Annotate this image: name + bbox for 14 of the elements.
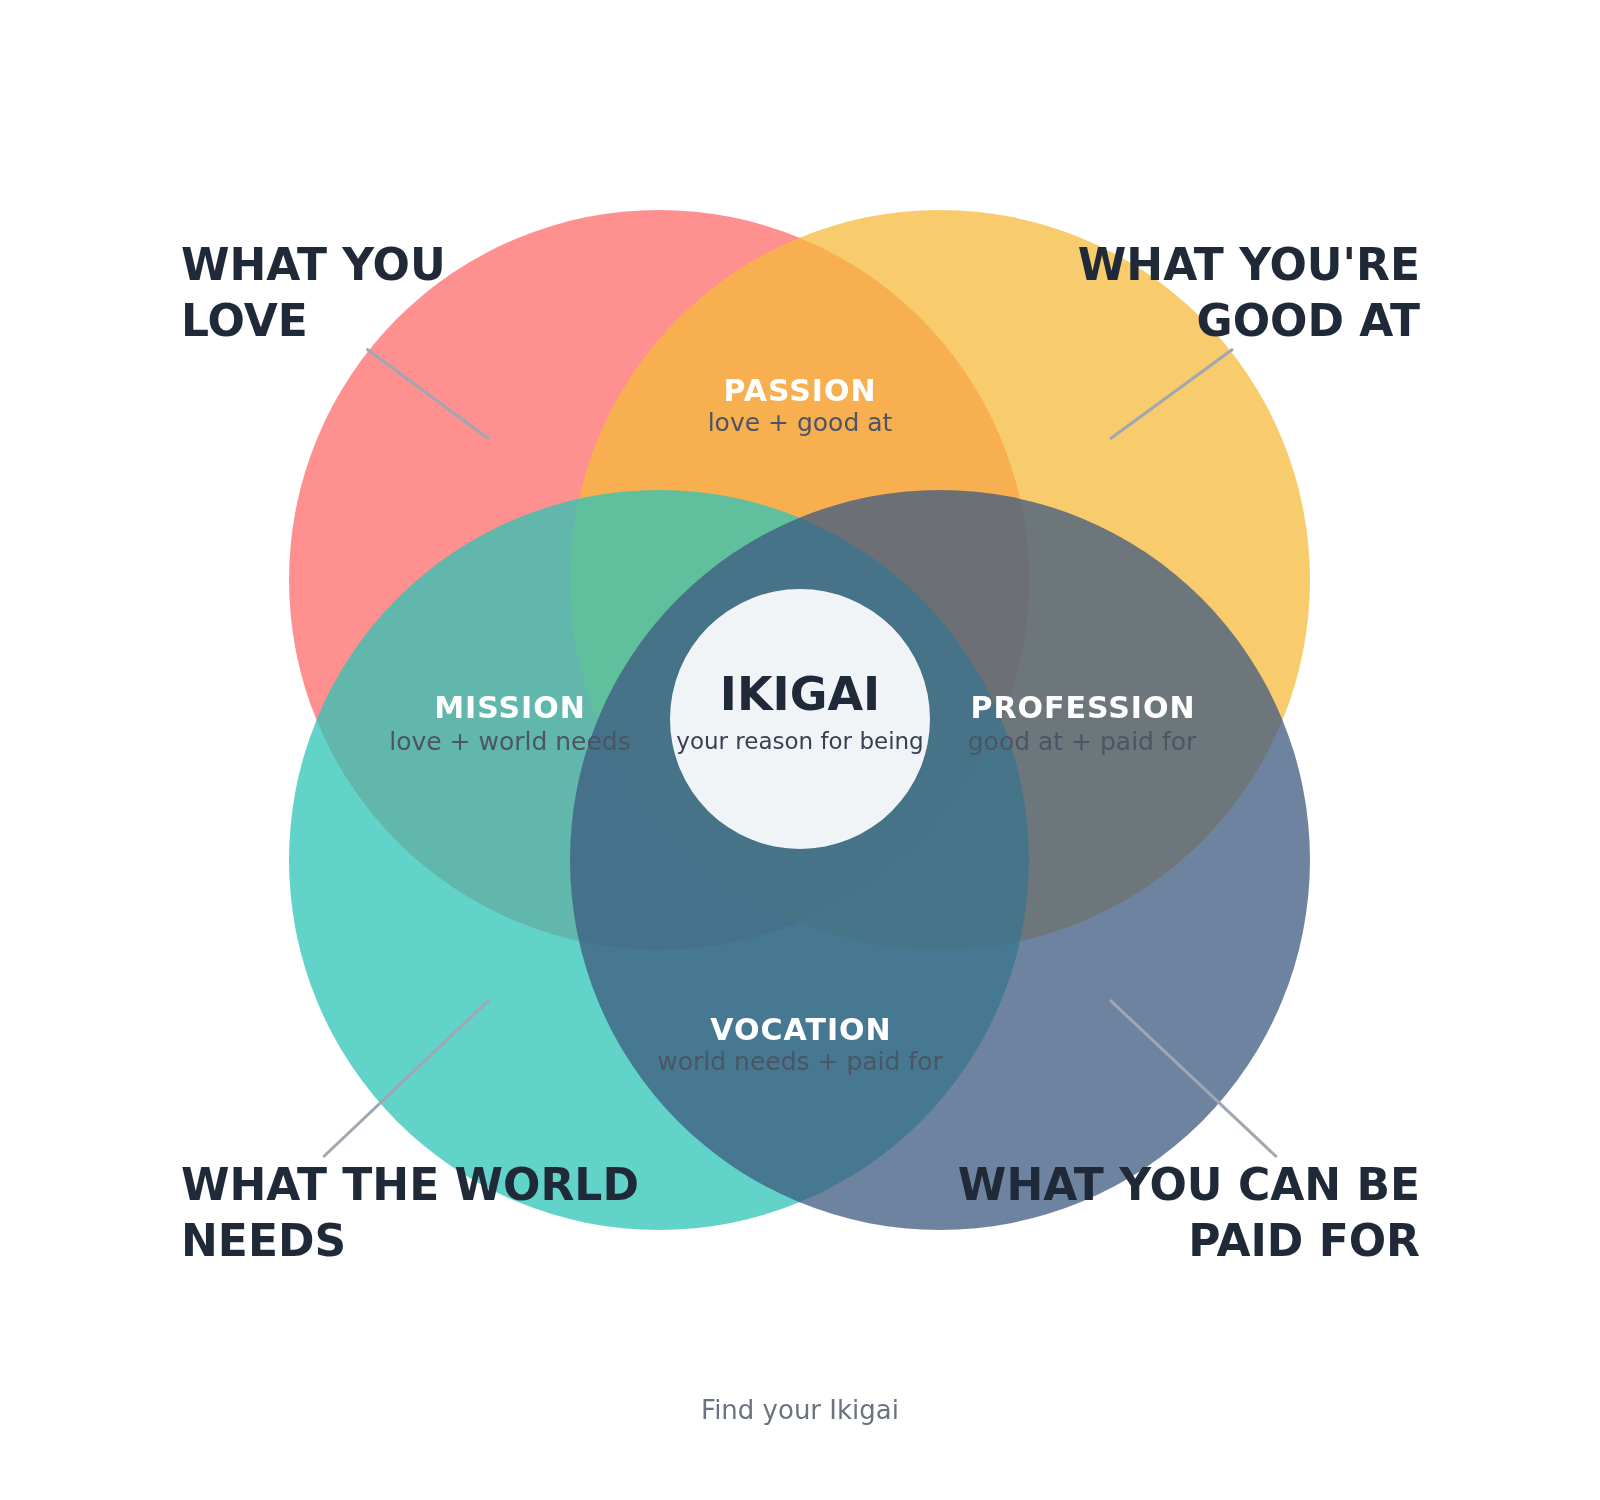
center-subtitle: your reason for being — [676, 728, 924, 756]
leader-line — [365, 347, 490, 441]
center-title: IKIGAI — [719, 667, 881, 723]
category-label: WHAT YOU LOVE — [181, 237, 448, 349]
footer-text: Find your Ikigai — [701, 1395, 899, 1427]
region-subtitle: love + good at — [707, 408, 893, 439]
category-label: WHAT YOU CAN BE PAID FOR — [955, 1157, 1420, 1269]
region-title: PASSION — [723, 372, 877, 409]
leader-line — [322, 998, 491, 1159]
region-title: PROFESSION — [970, 689, 1196, 726]
region-title: VOCATION — [710, 1011, 892, 1048]
leader-line — [1109, 347, 1234, 441]
region-title: MISSION — [434, 689, 586, 726]
leader-line — [1108, 998, 1278, 1159]
